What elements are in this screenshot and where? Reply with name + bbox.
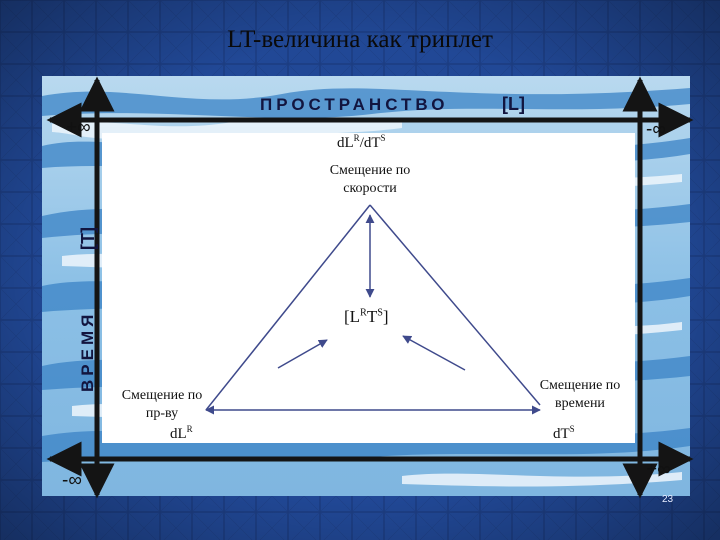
center-formula: [LRTS]: [344, 307, 389, 326]
slide-title: LT-величина как триплет: [227, 26, 493, 53]
right-caption-line1: Смещение по: [539, 378, 621, 393]
top-caption-line1: Смещение по: [329, 163, 411, 178]
space-axis-label: ПРОСТРАНСТВО: [260, 95, 449, 114]
triangle-edge-left: [205, 204, 371, 411]
time-axis-label: ВРЕМЯ: [78, 310, 97, 392]
left-formula: dLR: [170, 424, 193, 442]
left-caption-line1: Смещение по: [121, 388, 203, 403]
infinity-top-left: +∞: [66, 117, 91, 138]
infinity-bottom-left: -∞: [62, 470, 82, 491]
left-caption-line2: пр-ву: [145, 406, 179, 421]
top-formula: dLR/dTS: [337, 133, 386, 151]
arrow-left-center: [277, 339, 328, 369]
triangle-edge-right: [369, 204, 541, 406]
page-number: 23: [662, 494, 674, 505]
time-axis-unit: [T]: [78, 227, 98, 250]
arrow-right-center: [402, 335, 466, 371]
infinity-bottom-right: +∞: [646, 459, 671, 480]
right-formula: dTS: [553, 424, 575, 442]
left-caption: Смещение по пр-ву: [112, 387, 212, 423]
space-axis-unit: [L]: [502, 94, 525, 114]
right-caption-line2: времени: [555, 396, 605, 411]
infinity-top-right: -∞: [646, 119, 666, 140]
top-caption: Смещение по скорости: [322, 162, 418, 198]
top-caption-line2: скорости: [343, 181, 397, 196]
right-caption: Смещение по времени: [530, 377, 630, 413]
